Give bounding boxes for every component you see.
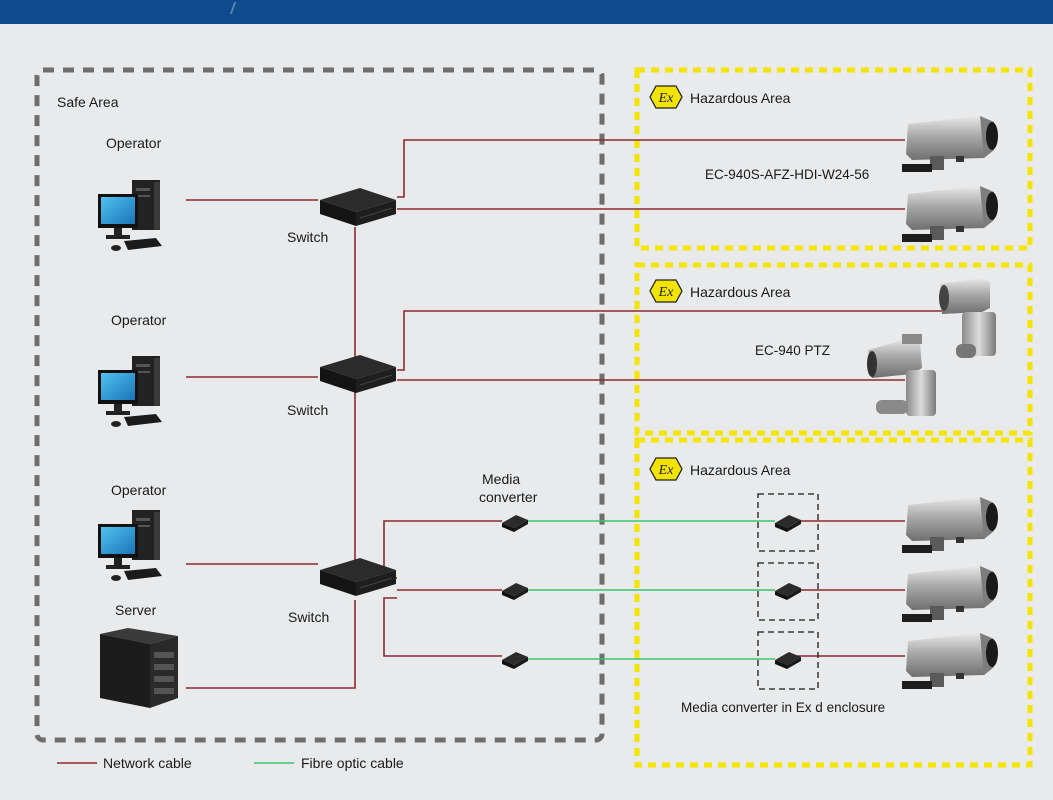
media-converter-icon	[502, 583, 528, 600]
hazard-area-label: Hazardous Area	[690, 462, 791, 478]
media-converter-icon	[775, 515, 801, 532]
bullet-camera-icon	[902, 186, 998, 242]
media-converter-label: Media	[482, 471, 520, 487]
ptz-camera-icon	[867, 334, 936, 416]
ptz-camera-icon	[939, 278, 996, 358]
network-switch-icon	[319, 187, 397, 227]
safe-area-label: Safe Area	[57, 94, 119, 110]
fibre-cables	[525, 520, 775, 660]
bullet-camera-icon	[902, 633, 998, 689]
ex-d-enclosures	[757, 493, 819, 690]
network-switch-icon	[319, 354, 397, 394]
media-converter-icon	[775, 583, 801, 600]
svg-text:Ex: Ex	[658, 285, 675, 300]
switch-label: Switch	[287, 229, 328, 245]
ex-atex-icon: Ex	[649, 85, 683, 109]
hazard-area-3-boundary	[634, 437, 1033, 768]
media-converter-icon	[775, 652, 801, 669]
bullet-camera-icon	[902, 116, 998, 172]
header-bar	[0, 0, 1053, 24]
switch-label: Switch	[288, 609, 329, 625]
bullet-camera-icon	[902, 497, 998, 553]
operator-workstation-icon	[98, 356, 162, 427]
operator-workstation-icon	[98, 180, 162, 251]
network-cables	[186, 139, 955, 689]
media-converter-label: converter	[479, 489, 538, 505]
operator-workstation-icon	[98, 510, 162, 581]
camera-model-label: EC-940 PTZ	[755, 343, 830, 358]
camera-model-label: EC-940S-AFZ-HDI-W24-56	[705, 167, 869, 182]
hazard-area-1-boundary	[634, 67, 1033, 251]
legend-network-label: Network cable	[103, 755, 192, 771]
media-converter-icon	[502, 515, 528, 532]
hazard-area-label: Hazardous Area	[690, 90, 791, 106]
ex-atex-icon: Ex	[649, 279, 683, 303]
media-converter-icon	[502, 652, 528, 669]
safe-area-boundary	[34, 67, 605, 743]
ex-atex-icon: Ex	[649, 457, 683, 481]
legend-fibre-label: Fibre optic cable	[301, 755, 404, 771]
server-label: Server	[115, 602, 157, 618]
server-icon	[100, 628, 178, 708]
enclosure-label: Media converter in Ex d enclosure	[681, 700, 885, 715]
legend: Network cable Fibre optic cable	[57, 755, 404, 771]
bullet-camera-icon	[902, 566, 998, 622]
hazard-area-label: Hazardous Area	[690, 284, 791, 300]
operator-label: Operator	[106, 135, 162, 151]
switch-label: Switch	[287, 402, 328, 418]
operator-label: Operator	[111, 482, 167, 498]
operator-label: Operator	[111, 312, 167, 328]
svg-text:Ex: Ex	[658, 91, 675, 106]
hazard-area-2-boundary	[634, 262, 1033, 436]
svg-text:Ex: Ex	[658, 463, 675, 478]
